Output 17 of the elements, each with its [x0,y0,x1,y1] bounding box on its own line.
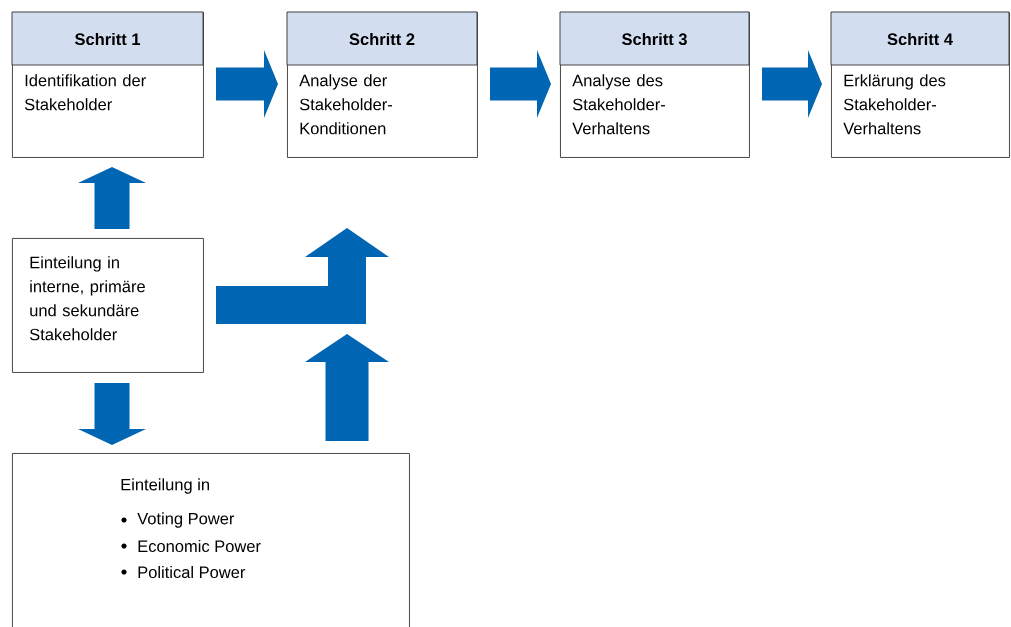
power-box [12,453,410,627]
list-heading: Einteilung in [121,478,209,494]
category-box: Einteilung in interne, primäre und sekundäre Stakeholder [12,238,204,373]
step-box: Schritt 1 Identifikation der Stakeholder [11,11,204,158]
block-arrow [305,334,389,441]
block-arrow [490,50,551,118]
block-arrow [216,228,389,324]
list-item: Political Power [121,565,246,579]
block-arrow [762,50,822,118]
list-item: Voting Power [121,512,235,528]
block-arrow [78,167,146,229]
block-arrow [78,383,146,445]
step-box: Schritt 4 Erklärung des Stakeholder-Verhaltens [830,11,1010,158]
list-item: Economic Power [121,539,261,553]
step-box: Schritt 2 Analyse der Stakeholder-Konditionen [286,11,478,158]
block-arrow [216,50,278,118]
step-box: Schritt 3 Analyse des Stakeholder-Verhaltens [559,11,750,158]
